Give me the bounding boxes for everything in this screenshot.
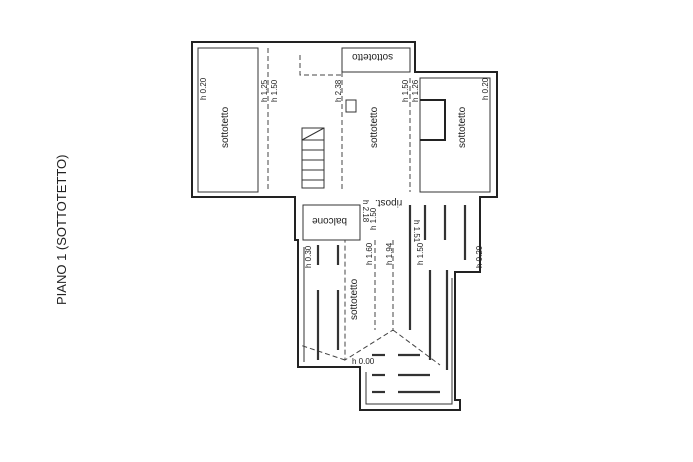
height-label: h 1.50 xyxy=(401,79,410,102)
outer-wall xyxy=(191,41,498,411)
room-label: sottotetto xyxy=(457,106,468,148)
staircase xyxy=(301,127,325,189)
height-label: h 2.18 xyxy=(361,200,370,223)
height-label: h 0.20 xyxy=(475,245,484,268)
room-label: sottotetto xyxy=(220,106,231,148)
height-label: h 1.51 xyxy=(412,220,421,243)
height-label: h 1.50 xyxy=(369,207,378,230)
right-notch xyxy=(420,99,446,141)
height-label: h 0.00 xyxy=(352,357,375,366)
height-label: h 1.94 xyxy=(385,242,394,265)
height-label: h 1.25 xyxy=(260,79,269,102)
wall-top-storage xyxy=(341,47,411,73)
chimney xyxy=(345,99,357,113)
height-label: h 1.60 xyxy=(365,242,374,265)
height-label: h 2.38 xyxy=(334,79,343,102)
room-label: balcone xyxy=(312,215,347,226)
height-label: h 0.20 xyxy=(481,77,490,100)
height-label: h 1.26 xyxy=(411,79,420,102)
height-label: h 0.30 xyxy=(304,245,313,268)
room-label: sottotetto xyxy=(369,106,380,148)
plan-title: PIANO 1 (SOTTOTETTO) xyxy=(54,155,69,305)
inner-wall xyxy=(197,47,491,405)
rafters xyxy=(316,205,467,394)
height-label: h 1.50 xyxy=(270,79,279,102)
height-label: h 0.20 xyxy=(199,77,208,100)
height-label: h 1.50 xyxy=(416,242,425,265)
room-label: ripost. xyxy=(375,197,402,208)
room-label: sottotetto xyxy=(352,51,394,62)
roof-lines xyxy=(267,48,441,366)
room-label: sottotetto xyxy=(349,278,360,320)
